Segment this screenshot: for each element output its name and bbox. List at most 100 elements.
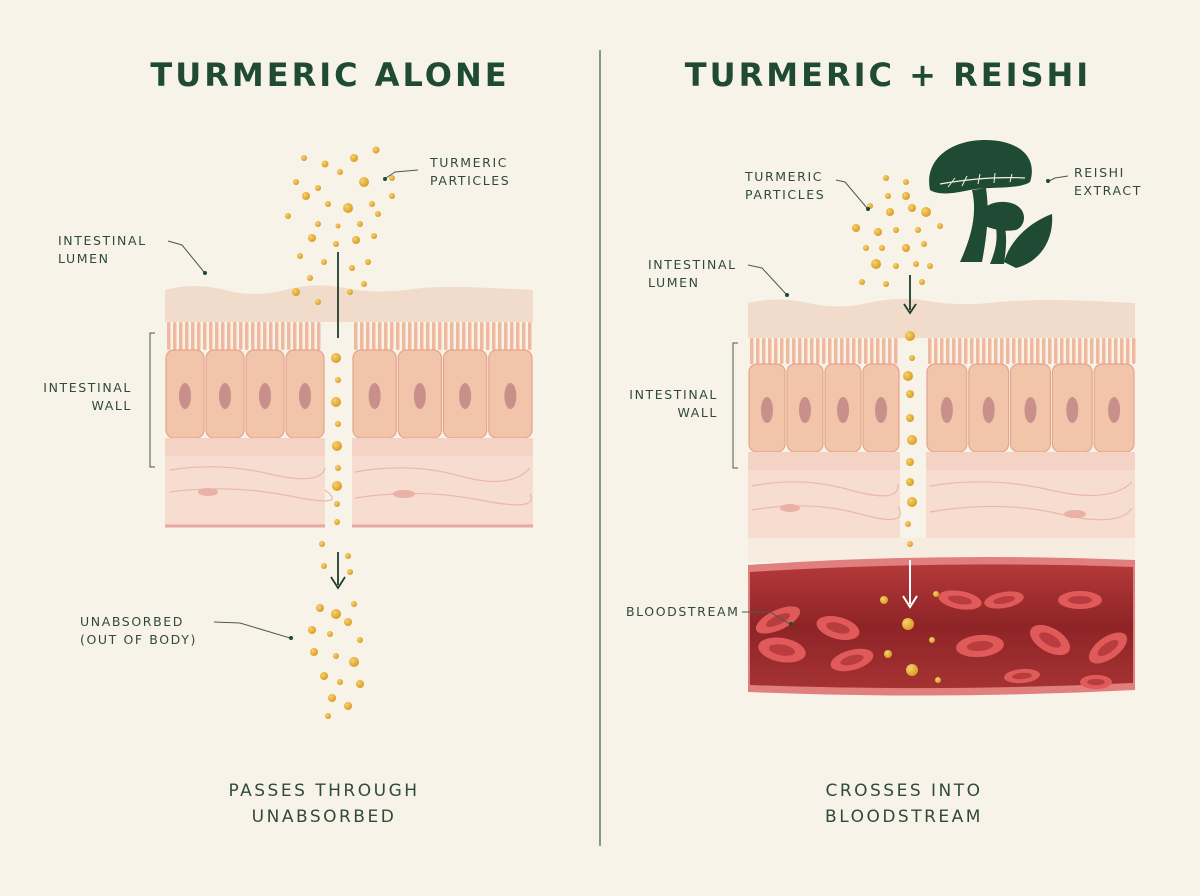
turmeric-particle — [335, 223, 341, 229]
turmeric-particle — [884, 650, 892, 658]
red-blood-cell-center — [826, 622, 850, 634]
right-label-bloodstream: BLOODSTREAM — [626, 604, 740, 619]
turmeric-particle — [292, 288, 300, 296]
turmeric-particle — [344, 702, 352, 710]
right-fibro-b — [1064, 510, 1086, 518]
microvillus — [191, 322, 195, 350]
turmeric-particle — [345, 553, 351, 559]
cell-nucleus — [1108, 397, 1121, 423]
microvillus — [750, 338, 754, 364]
microvillus — [263, 322, 267, 350]
turmeric-particle — [351, 601, 357, 607]
microvillus — [828, 338, 832, 364]
turmeric-particle — [907, 541, 913, 547]
turmeric-particle — [903, 371, 913, 381]
left-basement-a — [165, 438, 325, 456]
microvillus — [528, 322, 532, 350]
microvillus — [239, 322, 243, 350]
turmeric-particle — [335, 421, 341, 427]
turmeric-particle — [347, 569, 353, 575]
turmeric-particle — [357, 221, 363, 227]
turmeric-particle — [905, 521, 911, 527]
turmeric-particle — [915, 227, 921, 233]
turmeric-particle — [285, 213, 291, 219]
microvillus — [203, 322, 207, 350]
microvillus — [1054, 338, 1058, 364]
right-fibro-a — [780, 504, 800, 512]
turmeric-particle — [321, 563, 327, 569]
microvillus — [522, 322, 526, 350]
turmeric-particle — [907, 435, 917, 445]
left-leader-particles — [385, 169, 419, 179]
leaf-icon — [1004, 214, 1053, 268]
turmeric-particle — [902, 192, 910, 200]
turmeric-particle — [893, 227, 899, 233]
left-label-wall: INTESTINAL WALL — [43, 380, 132, 413]
turmeric-particle — [333, 653, 339, 659]
turmeric-particle — [919, 279, 925, 285]
microvillus — [792, 338, 796, 364]
cell-nucleus — [179, 383, 191, 409]
microvillus — [1000, 338, 1004, 364]
left-fibro-a — [198, 488, 218, 496]
right-label-wall: INTESTINAL WALL — [629, 387, 718, 420]
microvillus — [215, 322, 219, 350]
microvillus — [504, 322, 508, 350]
microvillus — [462, 322, 466, 350]
microvillus — [928, 338, 932, 364]
microvillus — [444, 322, 448, 350]
turmeric-particle — [315, 221, 321, 227]
microvillus — [870, 338, 874, 364]
red-blood-cell-center — [1067, 595, 1093, 605]
microvillus — [179, 322, 183, 350]
microvillus — [1018, 338, 1022, 364]
microvillus — [756, 338, 760, 364]
microvillus — [456, 322, 460, 350]
microvillus — [173, 322, 177, 350]
right-basement-b — [926, 452, 1135, 470]
left-panel-title: TURMERIC ALONE — [150, 56, 510, 94]
microvillus — [269, 322, 273, 350]
right-epithelial-cells — [748, 363, 1135, 453]
turmeric-particle — [344, 618, 352, 626]
red-blood-cell-center — [1087, 678, 1105, 686]
turmeric-particle — [375, 211, 381, 217]
microvillus — [1114, 338, 1118, 364]
microvillus — [1048, 338, 1052, 364]
left-label-particles: TURMERIC PARTICLES — [430, 155, 511, 188]
turmeric-particle — [334, 501, 340, 507]
microvillus — [1072, 338, 1076, 364]
turmeric-particle — [352, 236, 360, 244]
turmeric-particle — [906, 458, 914, 466]
microvillus — [245, 322, 249, 350]
microvillus — [876, 338, 880, 364]
red-blood-cell-center — [1012, 672, 1032, 680]
microvillus — [420, 322, 424, 350]
turmeric-particle — [359, 177, 369, 187]
turmeric-particle — [347, 289, 353, 295]
turmeric-particle — [331, 609, 341, 619]
microvillus — [846, 338, 850, 364]
right-microvilli — [750, 338, 1136, 364]
right-arrow-down-icon — [902, 560, 918, 609]
microvillus — [396, 322, 400, 350]
right-leader-bloodstream — [742, 611, 791, 625]
turmeric-particle — [852, 224, 860, 232]
microvillus — [317, 322, 321, 350]
microvillus — [1006, 338, 1010, 364]
right-leader-particles — [835, 179, 868, 209]
turmeric-particle — [307, 275, 313, 281]
turmeric-particle — [893, 263, 899, 269]
left-submucosa-b — [352, 456, 533, 526]
turmeric-particle — [349, 265, 355, 271]
turmeric-particle — [293, 179, 299, 185]
turmeric-particle — [349, 657, 359, 667]
turmeric-particle — [337, 169, 343, 175]
turmeric-particle — [921, 207, 931, 217]
cell-nucleus — [761, 397, 773, 423]
microvillus — [311, 322, 315, 350]
turmeric-particle — [902, 618, 914, 630]
microvillus — [450, 322, 454, 350]
turmeric-particle — [913, 261, 919, 267]
